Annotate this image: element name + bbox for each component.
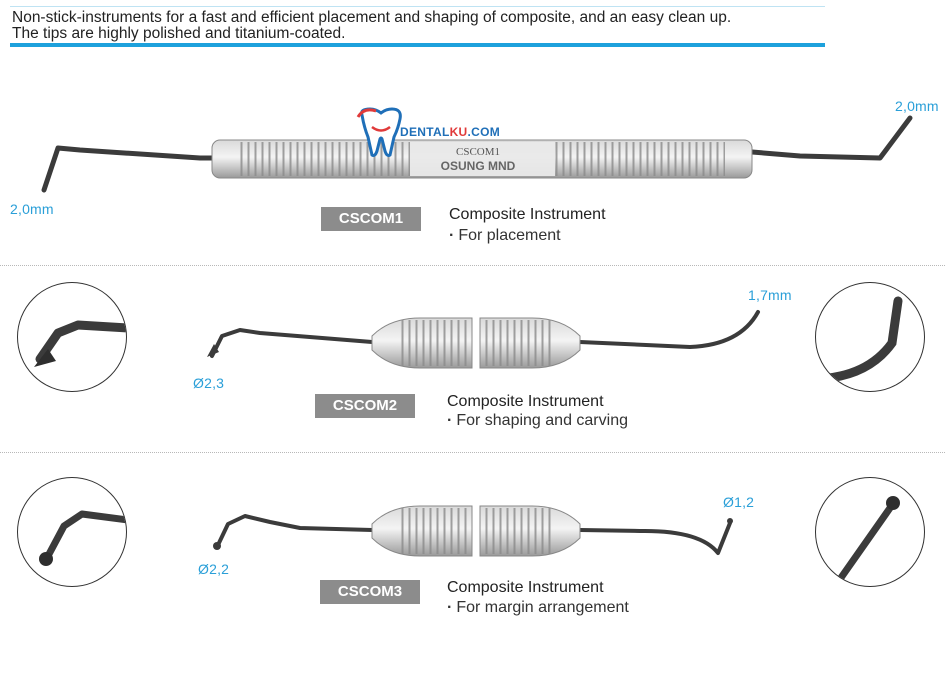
logo-text-ku: KU [449,125,468,139]
cscom2-use: ·For shaping and carving [447,412,628,429]
cscom2-right-tip-detail [815,282,925,392]
intro-text: Non-stick-instruments for a fast and eff… [12,10,731,42]
dentalku-logo [356,107,526,159]
cscom1-left-tip [41,145,233,193]
intro-line-1: Non-stick-instruments for a fast and eff… [12,9,732,26]
logo-text-com: .COM [467,125,501,139]
cscom3-left-dimension: Ø2,2 [198,561,230,577]
cscom1-grip-left [240,142,410,176]
tooth-icon [356,107,402,157]
cscom2-right-tip [578,310,760,350]
cscom1-use: ·For placement [449,227,561,244]
cscom2-left-tip-detail [17,282,127,392]
cscom1-title: Composite Instrument [449,206,606,223]
cscom3-left-tip [216,514,374,547]
cscom1-left-dimension: 2,0mm [10,201,54,217]
cscom1-code-badge: CSCOM1 [321,207,421,231]
instrument-cscom1-drawing: CSCOM1 OSUNG MND [41,115,913,193]
intro-line-2: The tips are highly polished and titaniu… [12,25,346,42]
cscom1-right-tip [749,115,913,161]
cscom3-use: ·For margin arrangement [447,599,629,616]
cscom2-left-dimension: Ø2,3 [193,375,225,391]
instrument-cscom2-drawing [207,310,760,369]
cscom2-title: Composite Instrument [447,393,604,410]
logo-text-dental: DENTAL [400,125,450,139]
cscom1-engraved-code: CSCOM1 [456,146,500,158]
cscom3-left-tip-detail [17,477,127,587]
separator-1 [0,265,945,266]
intro-top-rule [10,6,825,7]
cscom2-right-dimension: 1,7mm [748,287,792,303]
separator-2 [0,452,945,453]
cscom2-code-badge: CSCOM2 [315,394,415,418]
cscom3-right-tip [578,521,732,555]
dentalku-logo-text: DENTALKU.COM [400,125,500,139]
cscom1-grip-right [555,142,725,176]
instrument-cscom3-drawing [213,505,733,557]
cscom1-right-dimension: 2,0mm [895,98,939,114]
intro-underline [10,43,825,47]
cscom3-code-badge: CSCOM3 [320,580,420,604]
cscom2-left-tip [210,328,374,358]
cscom3-title: Composite Instrument [447,579,604,596]
cscom3-right-tip-detail [815,477,925,587]
cscom3-right-dimension: Ø1,2 [723,494,755,510]
cscom1-engraved-brand: OSUNG MND [441,159,516,173]
